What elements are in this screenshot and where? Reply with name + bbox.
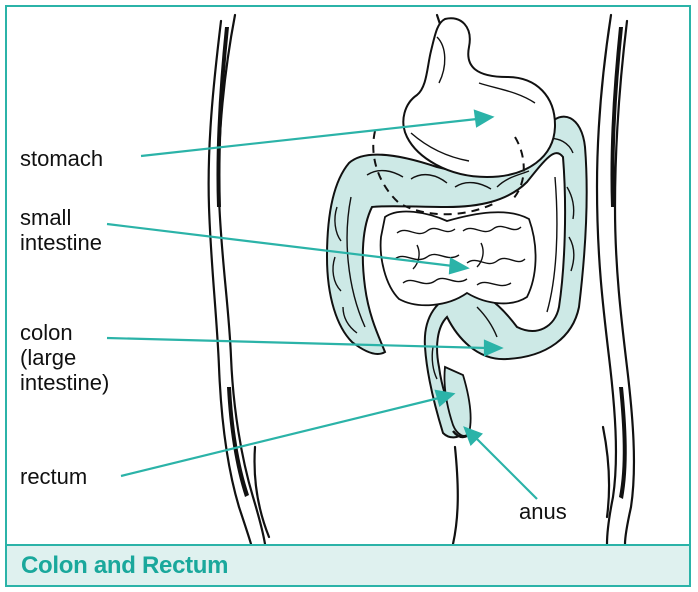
label-small-intestine-2: intestine: [20, 230, 102, 256]
label-small-intestine-1: small: [20, 205, 71, 231]
small-intestine: [381, 211, 536, 305]
anatomy-figure: stomach small intestine colon (large int…: [7, 7, 689, 544]
label-rectum: rectum: [20, 464, 87, 490]
label-stomach: stomach: [20, 146, 103, 172]
label-colon-3: intestine): [20, 370, 109, 396]
figure-frame: stomach small intestine colon (large int…: [5, 5, 691, 587]
anus-pointer: [475, 437, 537, 499]
stomach-shape: [403, 18, 555, 177]
caption-bar: Colon and Rectum: [7, 544, 689, 585]
rectum-pointer: [121, 398, 439, 476]
label-colon-1: colon: [20, 320, 73, 346]
figure-caption: Colon and Rectum: [21, 552, 228, 580]
anatomy-illustration: [7, 7, 689, 544]
label-anus: anus: [519, 499, 567, 525]
label-colon-2: (large: [20, 345, 76, 371]
colon-inner-line-right: [547, 177, 557, 312]
